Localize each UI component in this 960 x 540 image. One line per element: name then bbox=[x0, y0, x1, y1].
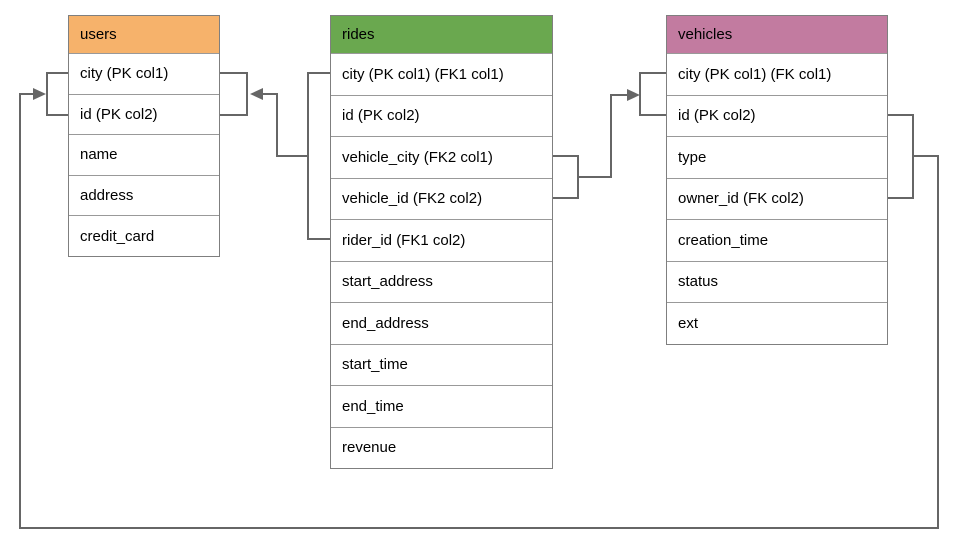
rides-fk2-bracket-right bbox=[553, 155, 579, 199]
users-table-header: users bbox=[69, 16, 219, 53]
vehicles-row-status: status bbox=[667, 260, 887, 302]
rides-row-id: id (PK col2) bbox=[331, 94, 552, 136]
vehicles-row-creation-time: creation_time bbox=[667, 219, 887, 261]
users-row-name: name bbox=[69, 134, 219, 175]
rides-table-title: rides bbox=[342, 26, 375, 43]
vehicles-fk-bracket-right bbox=[888, 114, 914, 199]
rides-row-revenue: revenue bbox=[331, 426, 552, 468]
vehicles-table-title: vehicles bbox=[678, 26, 733, 43]
rides-row-start-address: start_address bbox=[331, 260, 552, 302]
vehicles-row-city: city (PK col1) (FK col1) bbox=[667, 53, 887, 95]
users-row-credit-card: credit_card bbox=[69, 215, 219, 256]
fk1-connector-rides-to-users bbox=[263, 93, 308, 157]
rides-row-vehicle-city: vehicle_city (FK2 col1) bbox=[331, 136, 552, 178]
users-row-address: address bbox=[69, 174, 219, 216]
table-vehicles: vehicles city (PK col1) (FK col1) id (PK… bbox=[666, 15, 888, 345]
fk-arrowhead-icon bbox=[33, 88, 46, 100]
vehicles-row-type: type bbox=[667, 136, 887, 178]
rides-row-start-time: start_time bbox=[331, 343, 552, 385]
rides-fk1-bracket-left bbox=[307, 72, 330, 240]
rides-row-end-time: end_time bbox=[331, 385, 552, 427]
vehicles-pk-bracket-left bbox=[639, 72, 666, 116]
rides-row-vehicle-id: vehicle_id (FK2 col2) bbox=[331, 177, 552, 219]
vehicles-row-owner-id: owner_id (FK col2) bbox=[667, 177, 887, 219]
users-pk-bracket-left bbox=[46, 72, 68, 116]
rides-row-city: city (PK col1) (FK1 col1) bbox=[331, 53, 552, 95]
vehicles-row-ext: ext bbox=[667, 302, 887, 344]
users-row-id: id (PK col2) bbox=[69, 93, 219, 135]
fk2-connector-rides-to-vehicles bbox=[578, 94, 627, 178]
table-users: users city (PK col1) id (PK col2) name a… bbox=[68, 15, 220, 257]
vehicles-table-header: vehicles bbox=[667, 16, 887, 53]
fk2-arrowhead-icon bbox=[627, 89, 640, 101]
users-pk-bracket-right bbox=[220, 72, 248, 116]
users-row-city: city (PK col1) bbox=[69, 53, 219, 94]
rides-row-rider-id: rider_id (FK1 col2) bbox=[331, 219, 552, 261]
fk1-arrowhead-icon bbox=[250, 88, 263, 100]
vehicles-row-id: id (PK col2) bbox=[667, 94, 887, 136]
rides-table-header: rides bbox=[331, 16, 552, 53]
users-table-title: users bbox=[80, 26, 117, 43]
table-rides: rides city (PK col1) (FK1 col1) id (PK c… bbox=[330, 15, 553, 469]
rides-row-end-address: end_address bbox=[331, 302, 552, 344]
